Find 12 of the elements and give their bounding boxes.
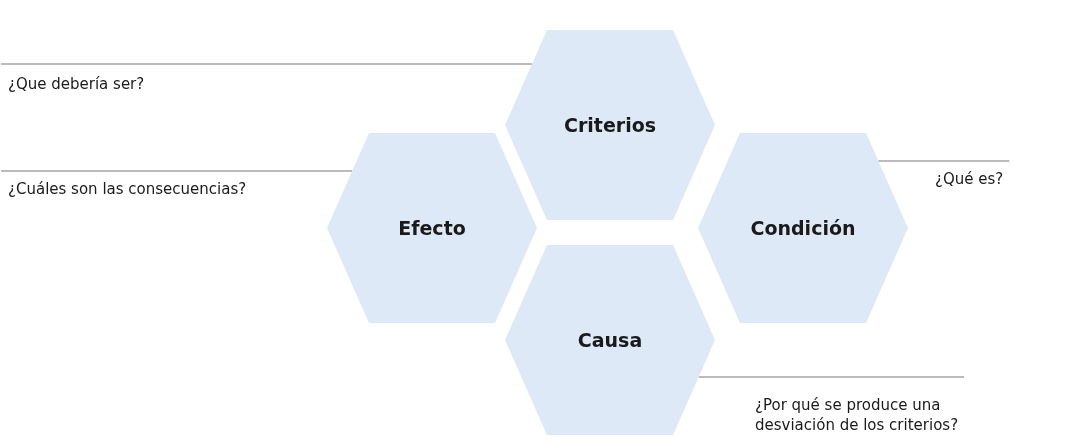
leader-line xyxy=(877,160,1011,162)
question-text: ¿Que debería ser? xyxy=(8,75,146,95)
question-text: ¿Por qué se produce una desviación de los criterios? xyxy=(755,396,960,435)
hexagon-label: Causa xyxy=(576,329,644,351)
question-text: ¿Cuáles son las consecuencias? xyxy=(8,180,248,200)
leader-line xyxy=(697,376,966,378)
question-text: ¿Qué es? xyxy=(935,170,1005,190)
leader-line xyxy=(0,63,533,65)
hexagon-label: Efecto xyxy=(397,217,467,239)
hexagon-label: Condición xyxy=(749,217,857,239)
leader-line xyxy=(0,170,354,172)
hexagon-label: Criterios xyxy=(562,114,657,136)
